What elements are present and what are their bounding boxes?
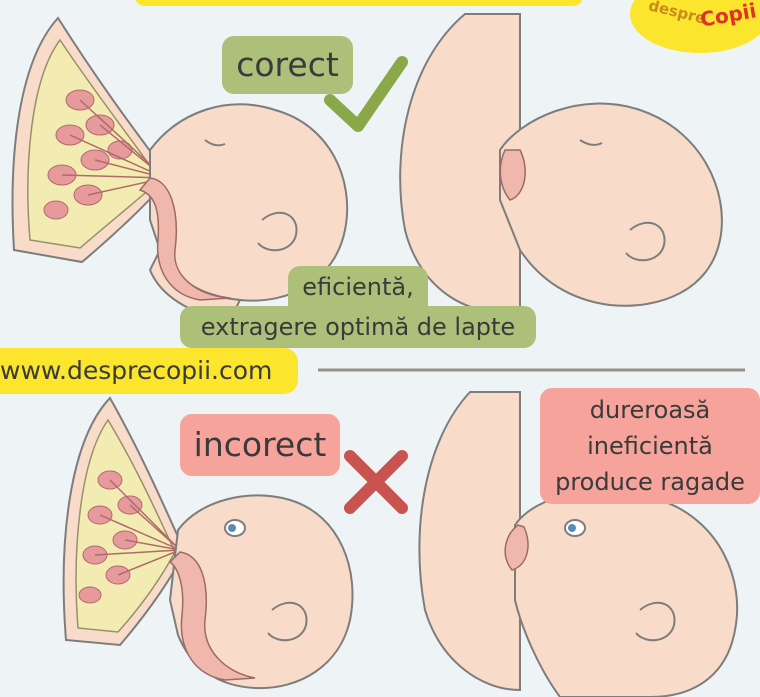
correct-label: corect [222, 36, 353, 94]
logo-text-copii: Copii [698, 0, 758, 32]
detail-fissures: produce ragade [540, 464, 760, 500]
top-banner [135, 0, 583, 6]
detail-inefficient: ineficientă [540, 428, 760, 464]
efficient-label-line2: extragere optimă de lapte [180, 306, 536, 348]
detail-painful: dureroasă [540, 392, 760, 428]
incorrect-label: incorect [180, 414, 340, 476]
logo-text-despre: despre [647, 0, 708, 28]
cross-icon [350, 456, 402, 508]
efficient-label-line1: eficientă, [288, 266, 428, 308]
website-url[interactable]: www.desprecopii.com [0, 348, 298, 394]
incorrect-details-label: dureroasă ineficientă produce ragade [540, 388, 760, 504]
efficient-label: eficientă, extragere optimă de lapte [180, 266, 536, 348]
